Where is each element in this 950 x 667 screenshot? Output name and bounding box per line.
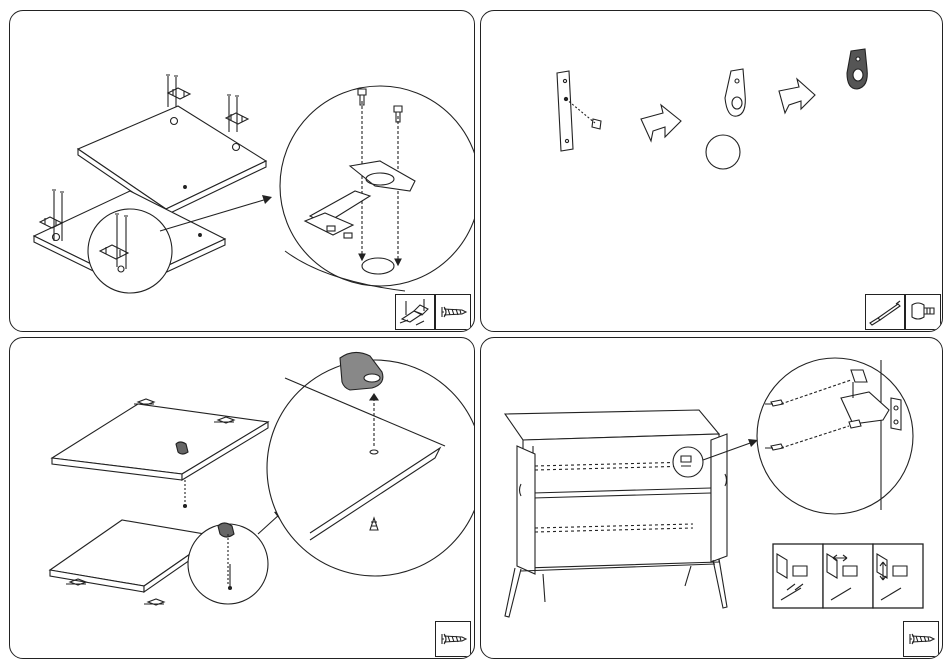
handle-assembly-illustration: [481, 11, 943, 332]
step-panel-hinge-install: [9, 10, 475, 332]
handle-strip: [557, 71, 601, 151]
hinge-install-illustration: [10, 11, 475, 332]
adjustment-diagram-depth: [773, 544, 823, 608]
screwdriver-tool-icon: [865, 294, 905, 330]
step-panel-handle-mount: [9, 337, 475, 659]
detail-callout-hinge: [757, 358, 913, 514]
bolt-part-icon: [905, 294, 941, 330]
screw-part-icon: [435, 621, 471, 657]
hinge-part-icon: [395, 294, 435, 330]
adjustment-diagram-height: [873, 544, 923, 608]
screw-part-icon: [435, 294, 471, 330]
handle-leather-1: [725, 69, 745, 116]
door-panel-upper: [52, 399, 268, 508]
door-panel-upper: [78, 106, 266, 215]
detail-callout-handle: [267, 360, 475, 576]
door-mount-illustration: [481, 338, 943, 659]
handle-mount-illustration: [10, 338, 475, 659]
process-arrow-1: [641, 105, 681, 141]
handle-leather-2: [847, 49, 867, 89]
step-panel-door-mount: [480, 337, 943, 659]
cabinet-body: [505, 410, 727, 617]
adjustment-diagram-lateral: [823, 544, 873, 608]
screw-part-icon: [903, 621, 939, 657]
process-arrow-2: [779, 79, 815, 113]
hinge-small-upper-left: [166, 75, 190, 107]
hinge-small-upper-right: [226, 95, 248, 132]
handle-hole-marker: [706, 135, 740, 169]
step-panel-handle-assembly: [480, 10, 943, 332]
